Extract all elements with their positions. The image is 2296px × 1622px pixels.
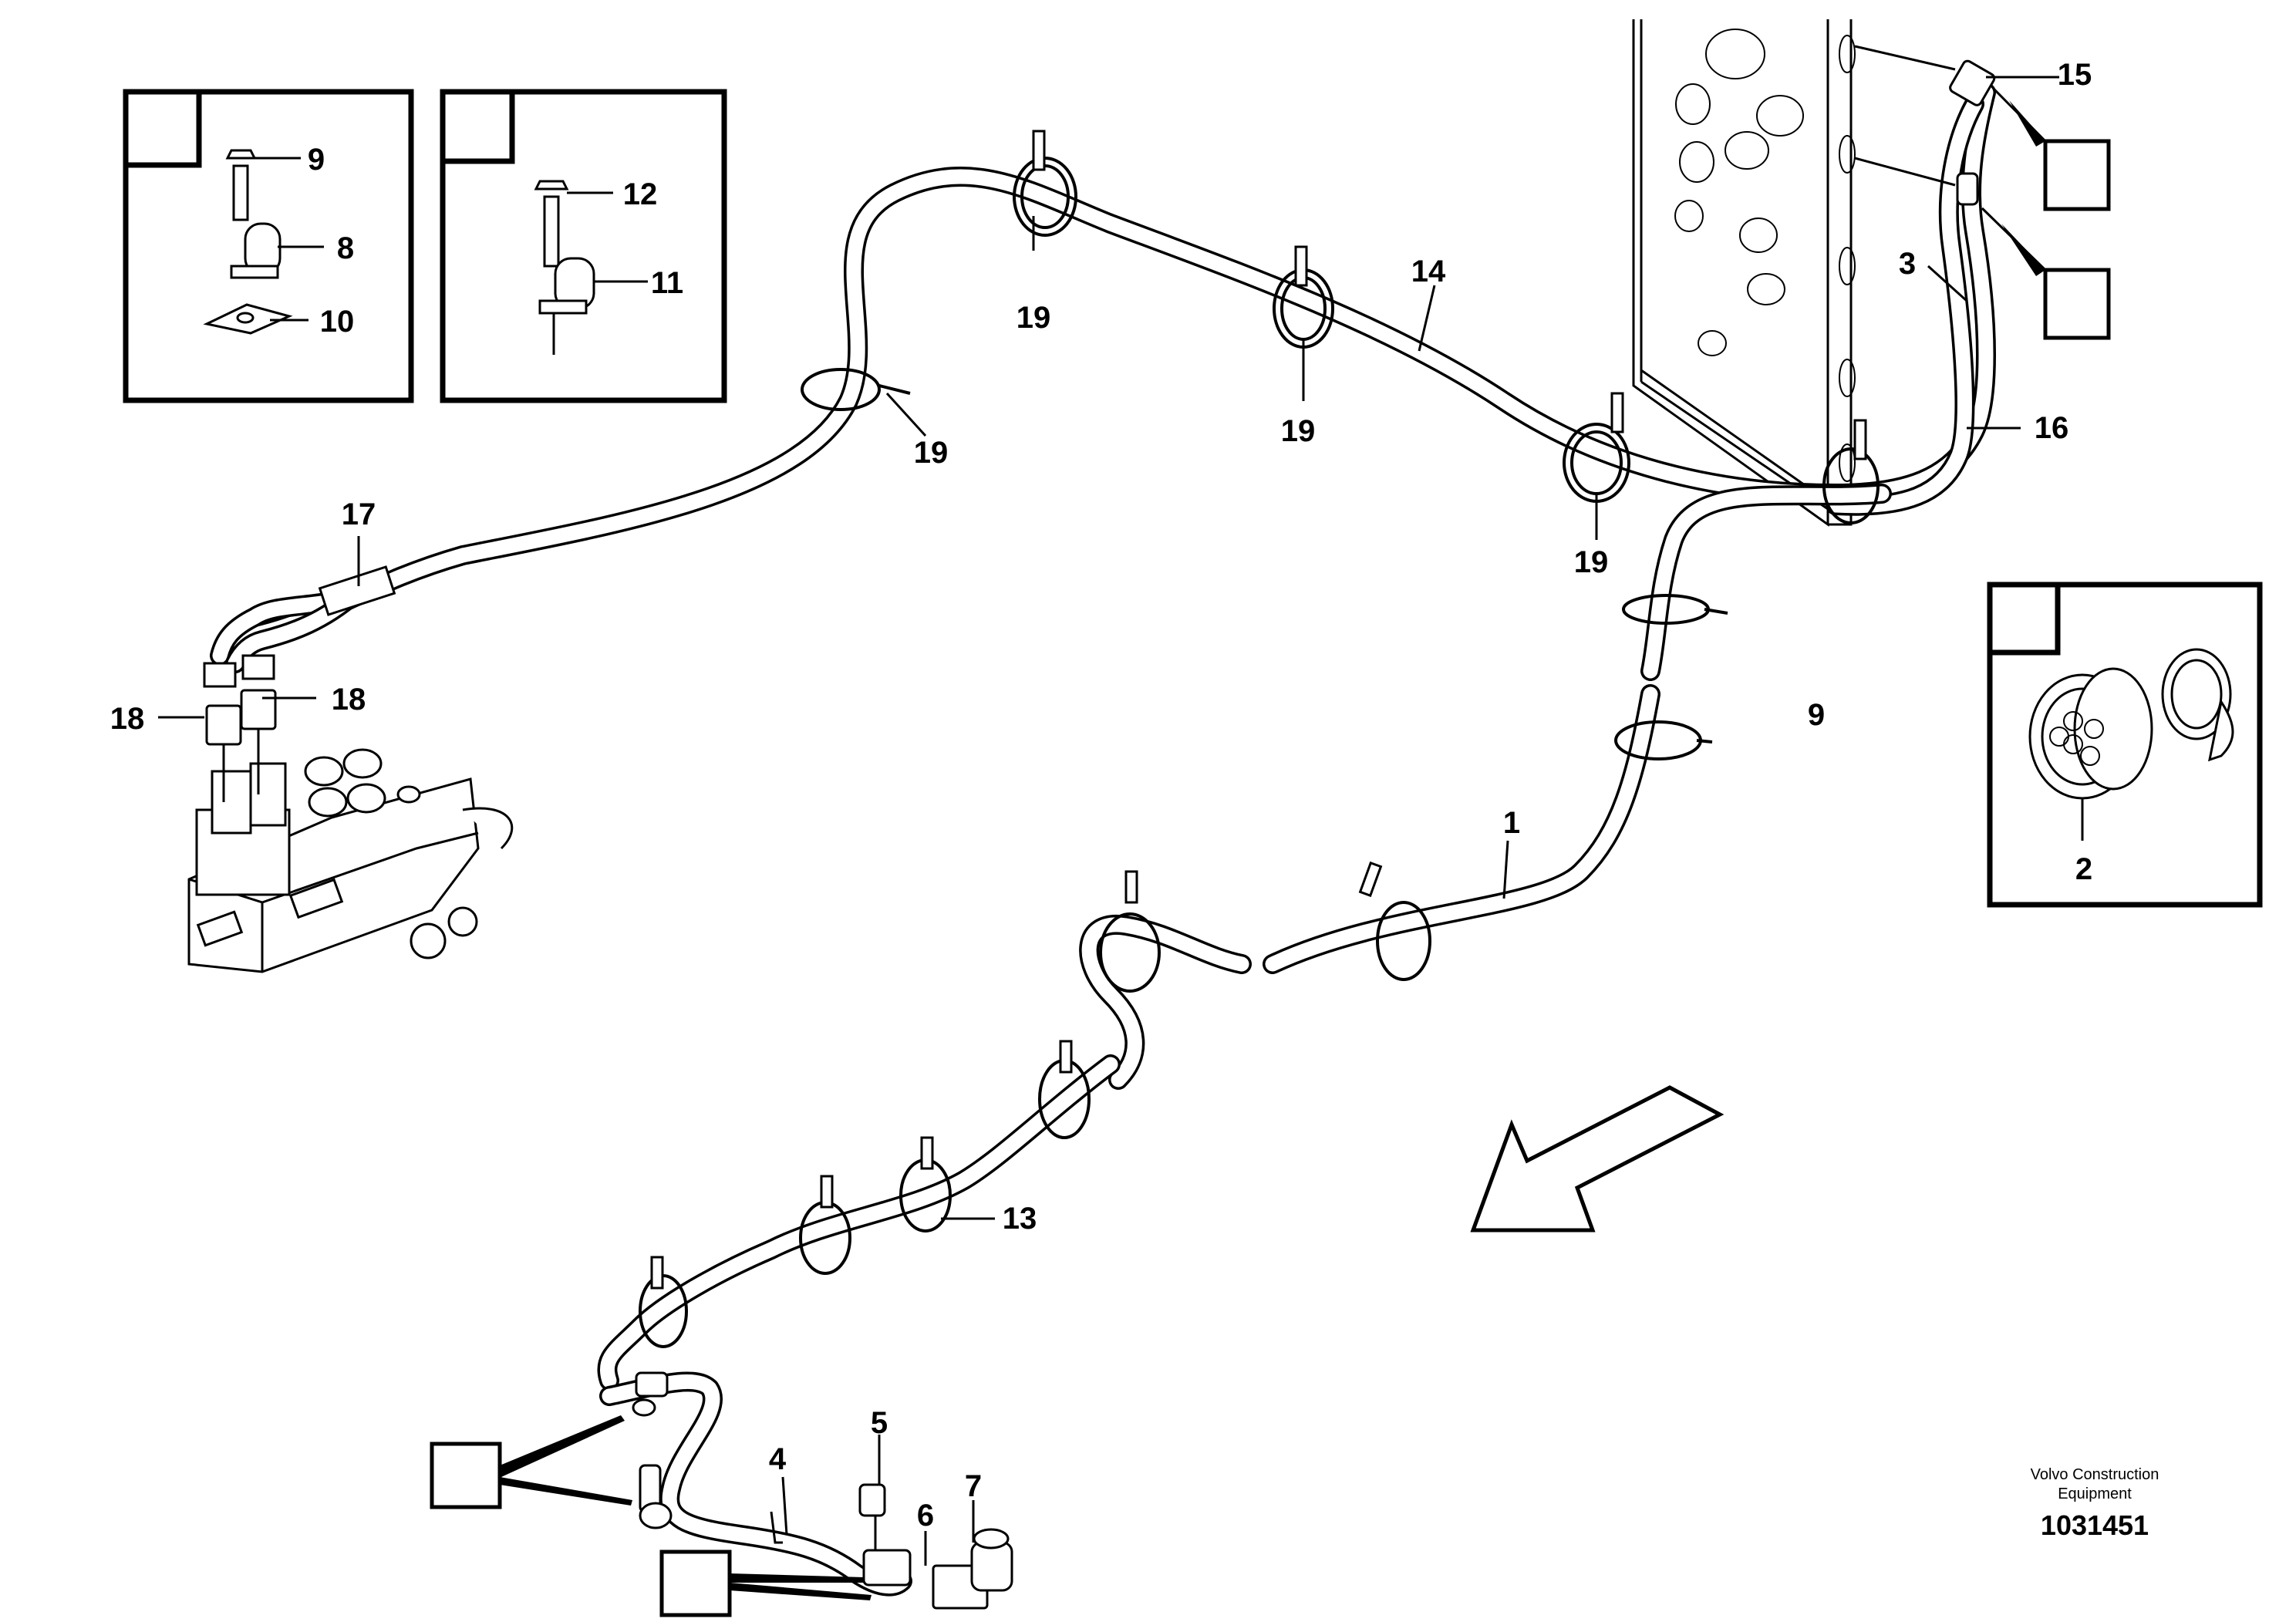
direction-arrow-icon <box>1470 1085 1725 1233</box>
callout-1: 1 <box>1503 806 1520 840</box>
detail-view-a <box>1987 582 2263 908</box>
callout-19-c: 19 <box>1574 545 1609 579</box>
company-name-line1: Volvo Construction <box>2031 1466 2159 1483</box>
callout-3: 3 <box>1899 247 1916 281</box>
callout-17: 17 <box>342 497 376 531</box>
callout-5: 5 <box>871 1406 888 1440</box>
callout-11: 11 <box>651 266 683 300</box>
callout-19-b: 19 <box>1281 414 1316 448</box>
callout-18-a: 18 <box>332 683 366 717</box>
connectors-18 <box>203 654 277 802</box>
control-valve <box>187 748 514 973</box>
callout-8: 8 <box>337 231 354 265</box>
connector-15 <box>1854 45 1996 206</box>
reference-tag-b <box>659 1549 872 1617</box>
callout-15: 15 <box>2058 58 2092 92</box>
reference-tag-a-mid <box>1981 207 2111 340</box>
callout-9-main: 9 <box>1808 698 1825 732</box>
callout-10: 10 <box>320 305 355 339</box>
callout-18-b: 18 <box>110 702 145 736</box>
callout-13: 13 <box>1003 1202 1037 1236</box>
frame-rack <box>1632 19 1856 527</box>
callout-7: 7 <box>965 1469 982 1503</box>
cable-ties <box>639 130 1880 1348</box>
detail-view-c <box>440 89 727 403</box>
company-name-line2: Equipment <box>2058 1485 2132 1502</box>
callout-12: 12 <box>623 177 658 211</box>
detail-view-b <box>123 89 414 403</box>
callout-6: 6 <box>917 1499 934 1533</box>
callout-2: 2 <box>2075 852 2092 886</box>
callout-19-a: 19 <box>1017 301 1051 335</box>
drawing-number: 1031451 <box>2041 1509 2149 1541</box>
callout-9-detail-b: 9 <box>308 143 325 177</box>
footer: Volvo Construction Equipment 1031451 <box>2031 1466 2159 1541</box>
hose-splitter <box>210 565 396 673</box>
callout-leaders <box>158 76 2059 1566</box>
hose-routing <box>217 83 1996 1597</box>
lower-components <box>632 1371 1013 1610</box>
callout-4: 4 <box>769 1442 787 1476</box>
reference-tag-c <box>430 1415 632 1509</box>
callout-14: 14 <box>1411 255 1446 288</box>
callout-numbers: 15 3 16 14 19 19 19 19 17 18 18 9 1 2 13… <box>110 58 2092 1533</box>
callout-19-d: 19 <box>914 436 949 470</box>
callout-16: 16 <box>2035 411 2069 445</box>
reference-tag-a-top <box>1992 87 2111 211</box>
